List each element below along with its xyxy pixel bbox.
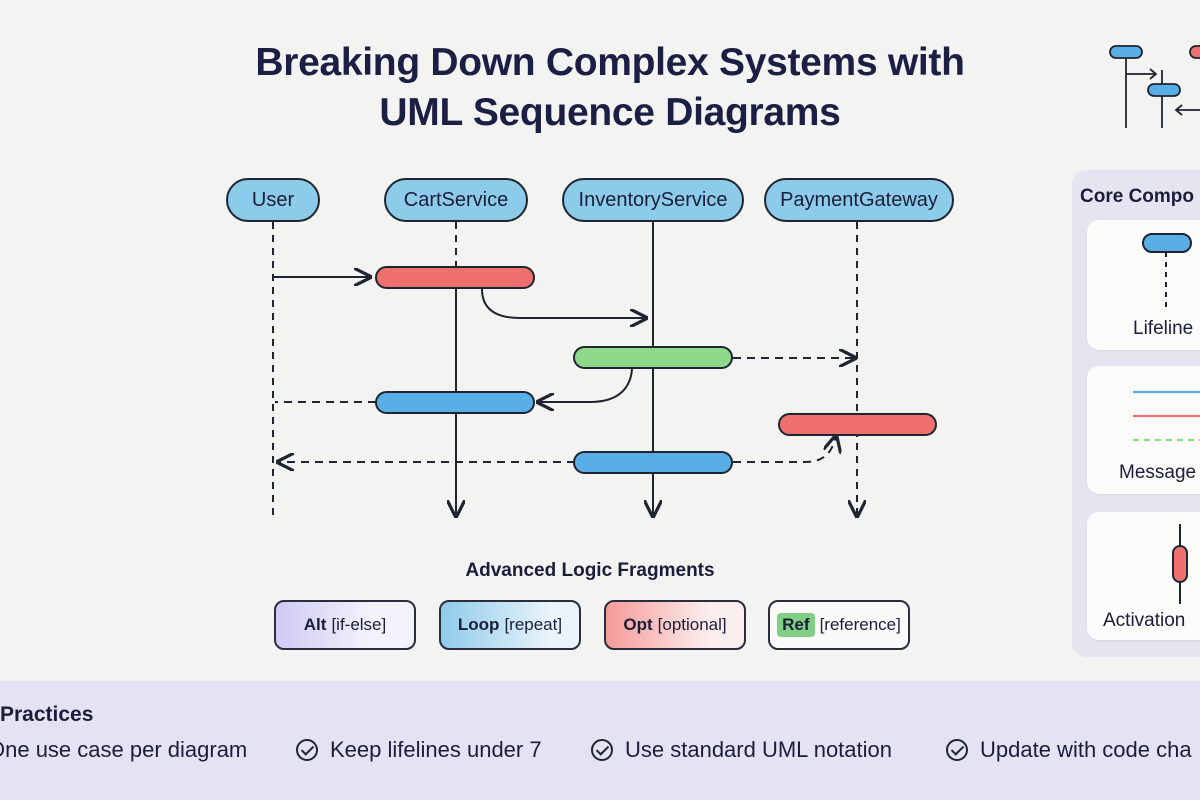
check-circle-icon [296,739,318,761]
fragment-keyword: Ref [777,613,815,637]
actor-cartservice: CartService [384,178,528,222]
fragment-detail: [reference] [819,615,901,634]
fragment-detail: [repeat] [504,615,563,634]
fragment-chip-alt[interactable]: Alt[if-else] [274,600,416,650]
actor-inventoryservice: InventoryService [562,178,744,222]
actor-paymentgateway: PaymentGateway [764,178,954,222]
component-label: Message [1119,462,1197,483]
activation-bar-inventory-1 [573,346,733,369]
practice-label: Keep lifelines under 7 [330,737,542,762]
page-title: Breaking Down Complex Systems with UML S… [190,38,1030,138]
actor-paymentgateway-label: PaymentGateway [780,188,938,211]
component-card-lifeline: Lifeline [1087,220,1200,350]
fragment-keyword: Alt [303,615,327,634]
title-line-1: Breaking Down Complex Systems with [255,41,965,84]
component-card-activation: Activation [1087,512,1200,640]
activation-bar-icon [1172,524,1188,604]
component-label: Lifeline [1133,318,1194,339]
activation-bar-payment-1 [778,413,937,436]
fragments-heading: Advanced Logic Fragments [465,560,715,581]
title-line-2: UML Sequence Diagrams [379,91,841,134]
fragment-chip-loop[interactable]: Loop[repeat] [439,600,581,650]
fragment-detail: [optional] [657,615,727,634]
lifeline-icon [1142,233,1192,310]
message-cart-to-inventory [481,288,646,318]
actor-user-label: User [251,188,295,211]
activation-bar-cart-2 [375,391,535,414]
fragment-keyword: Loop [457,615,500,634]
sequence-diagram-icon [1109,45,1200,128]
message-inventory-return-cart [538,368,633,402]
check-circle-icon [591,739,613,761]
activation-bar-inventory-2 [573,451,733,474]
check-circle-icon [946,739,968,761]
best-practices-band: Practices One use case per diagram Keep … [0,681,1200,800]
activation-bar-cart-1 [375,266,535,289]
actor-inventoryservice-label: InventoryService [578,188,728,211]
practice-item: Use standard UML notation [591,735,892,765]
core-components-heading: Core Compo [1080,186,1194,207]
best-practices-heading: Practices [0,703,94,726]
practice-item: One use case per diagram [0,735,247,765]
practice-label: Use standard UML notation [625,737,892,762]
practice-item: Update with code cha [946,735,1192,765]
practice-item: Keep lifelines under 7 [296,735,542,765]
fragment-chip-opt[interactable]: Opt[optional] [604,600,746,650]
practice-label: One use case per diagram [0,737,248,762]
fragment-keyword: Opt [623,615,653,634]
actor-cartservice-label: CartService [403,188,509,211]
component-card-message: Message [1087,366,1200,494]
sequence-diagram [272,222,937,518]
core-components-panel: Core Compo Lifeline Message Activation [1072,170,1200,657]
actor-user: User [226,178,320,222]
fragment-chip-ref[interactable]: Ref[reference] [768,600,910,650]
component-label: Activation [1103,610,1186,631]
fragment-detail: [if-else] [331,615,387,634]
message-arrows-icon [1133,390,1200,442]
practice-label: Update with code cha [980,737,1192,762]
message-payment-callback [733,436,836,463]
